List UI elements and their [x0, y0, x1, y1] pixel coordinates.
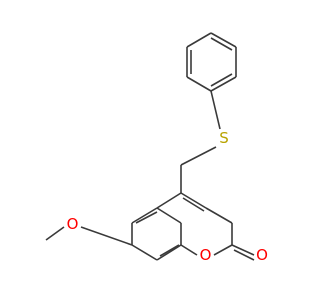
bond-layer [45, 32, 255, 261]
phenyl-bond [210, 76, 237, 92]
methyl-bond [45, 226, 65, 241]
molecule-structure: S O O O [45, 32, 268, 264]
phenyl-double-bond [210, 37, 233, 51]
pyranone-bond [205, 207, 233, 224]
pyranone-bond [156, 192, 182, 209]
benzo-bond [131, 244, 158, 261]
benzo-bond [156, 244, 182, 261]
carbonyl-oxygen-atom-label: O [256, 246, 268, 264]
benzo-double-bond [135, 211, 158, 224]
phenyl-bond [210, 32, 237, 48]
benzo-bond [131, 207, 158, 224]
sulfur-atom-label: S [219, 129, 229, 147]
pyranone-bond [180, 192, 207, 209]
carbonyl-double-bond [233, 249, 255, 261]
phenyl-double-bond [210, 73, 233, 87]
pyranone-bond [180, 244, 198, 256]
phenyl-bond [186, 76, 212, 92]
sulfur-methylene-bond [180, 146, 217, 166]
benzo-bond [156, 207, 182, 224]
carbonyl-bond [231, 244, 255, 256]
benzo-double-bond [159, 244, 180, 257]
phenyl-sulfur-bond [210, 90, 221, 130]
methoxy-oxygen-atom-label: O [67, 215, 79, 233]
phenyl-bond [186, 32, 212, 48]
methoxy-bond [80, 226, 133, 246]
pyranone-double-bond [182, 197, 205, 212]
ring-oxygen-atom-label: O [200, 246, 212, 264]
pyranone-bond [213, 244, 233, 256]
